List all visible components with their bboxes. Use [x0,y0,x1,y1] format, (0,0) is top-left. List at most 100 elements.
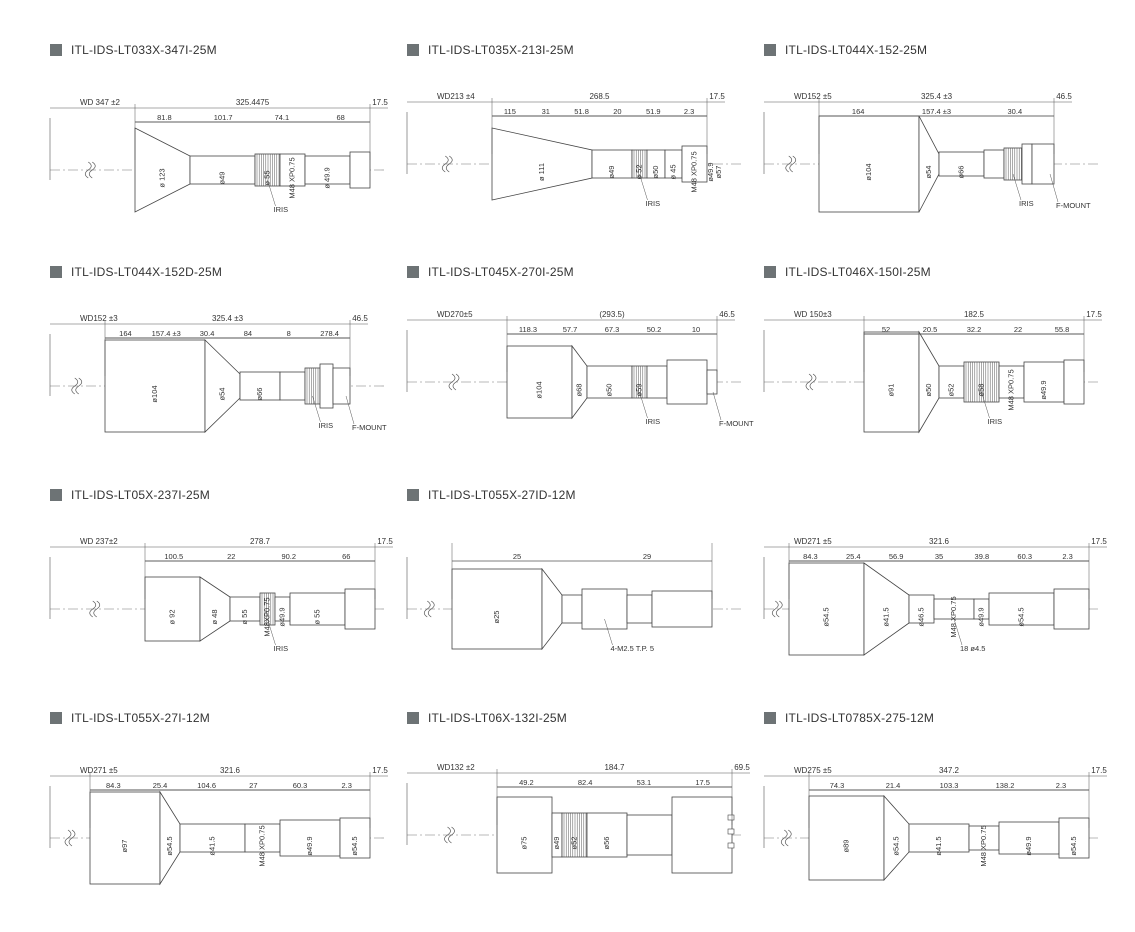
drawing-title: ITL-IDS-LT044X-152D-25M [71,265,223,279]
connector [727,828,735,835]
lens-barrel [319,363,334,409]
note-leader [953,618,963,646]
break-mark [805,373,813,391]
note-label: F-MOUNT [1056,201,1091,210]
note-label: F-MOUNT [719,419,754,428]
diameter-label: ø25 [492,611,501,624]
lens-cone [204,339,241,433]
lens-barrel [1031,143,1055,185]
note-leader [1049,173,1059,203]
segment-dimension-label: 30.4 [200,329,215,338]
drawing-title-row: ITL-IDS-LT033X-347I-25M [50,42,217,58]
drawing-title-row: ITL-IDS-LT055X-27I-12M [50,710,210,726]
lens-barrel [808,795,885,881]
break-mark [789,155,797,173]
diameter-label: ø41.5 [208,836,217,855]
diameter-label: ø75 [520,837,529,850]
diameter-label: ø66 [255,388,264,401]
break-mark [423,600,431,618]
note-leader [604,618,613,646]
diameter-label: ø54 [218,388,227,401]
segment-dimension-label: 2.3 [684,107,694,116]
break-mark [84,161,92,179]
lens-barrel [179,823,246,853]
break-mark [71,377,79,395]
diameter-label: M48XP0.75 [263,597,272,636]
diameter-label: ø54.5 [1069,836,1078,855]
diameter-label: ø52 [947,384,956,397]
drawing-title: ITL-IDS-LT046X-150I-25M [785,265,931,279]
segment-dimension-label: 66 [342,552,350,561]
total-length-label: 268.5 [589,92,610,101]
break-mark [75,377,83,395]
diameter-label: M48 XP0.75 [1007,369,1016,410]
drawing-title: ITL-IDS-LT035X-213I-25M [428,43,574,57]
bullet-square-icon [764,712,776,724]
segment-dimension-label: 67.3 [605,325,620,334]
bullet-square-icon [407,44,419,56]
lens-barrel [908,594,935,624]
drawing-title: ITL-IDS-LT033X-347I-25M [71,43,217,57]
diameter-label: ø 55 [263,170,272,185]
lens-barrel [938,365,965,399]
note-leader [267,179,276,207]
wd-dimension-label: WD 150±3 [794,310,832,319]
lens-barrel [581,588,628,630]
break-mark [448,373,456,391]
segment-dimension-label: 55.8 [1055,325,1070,334]
note-leader [639,173,648,201]
note-leader [639,391,648,419]
break-mark [809,373,817,391]
note-label: F-MOUNT [352,423,387,432]
total-length-label: 182.5 [964,310,985,319]
diameter-label: ø 92 [168,609,177,624]
flange-dimension-label: 17.5 [1086,310,1102,319]
total-length-label: 278.7 [250,537,271,546]
diameter-label: ø49.9 [977,607,986,626]
segment-dimension-label: 29 [643,552,651,561]
diameter-label: ø41.5 [882,607,891,626]
segment-dimension-label: 118.3 [519,325,537,334]
segment-dimension-label: 25.4 [846,552,861,561]
lens-barrel [863,331,920,433]
flange-dimension-label: 46.5 [352,314,368,323]
lens-barrel [339,817,371,859]
connector [727,842,735,849]
diameter-label: ø49.9 [1024,836,1033,855]
diameter-label: ø49.9 [1039,380,1048,399]
bullet-square-icon [50,44,62,56]
diameter-label: ø46.5 [917,607,926,626]
diameter-label: M48 XP0.75 [288,157,297,198]
segment-dimension-label: 49.2 [519,778,534,787]
drawing-title-row: ITL-IDS-LT05X-237I-25M [50,487,210,503]
lens-barrel [344,588,376,630]
lens-barrel [788,562,865,656]
break-mark [771,600,779,618]
drawing-title-row: ITL-IDS-LT035X-213I-25M [407,42,574,58]
break-mark [775,600,783,618]
lens-barrel [451,568,543,650]
lens-barrel [349,151,371,189]
lens-barrel [818,115,920,213]
diameter-label: M48 XP0.75 [949,596,958,637]
diameter-label: ø 49.9 [323,167,332,188]
wd-dimension-label: WD 237±2 [80,537,118,546]
lens-barrel [144,576,201,642]
drawing-title-row: ITL-IDS-LT045X-270I-25M [407,264,574,280]
lens-barrel [908,823,970,853]
segment-dimension-label: 90.2 [281,552,296,561]
diameter-label: ø66 [957,166,966,179]
break-mark [444,826,451,844]
diameter-label: ø49 [607,166,616,179]
diameter-label: ø54.5 [892,836,901,855]
lens-barrel [586,812,628,858]
segment-dimension-label: 50.2 [647,325,662,334]
